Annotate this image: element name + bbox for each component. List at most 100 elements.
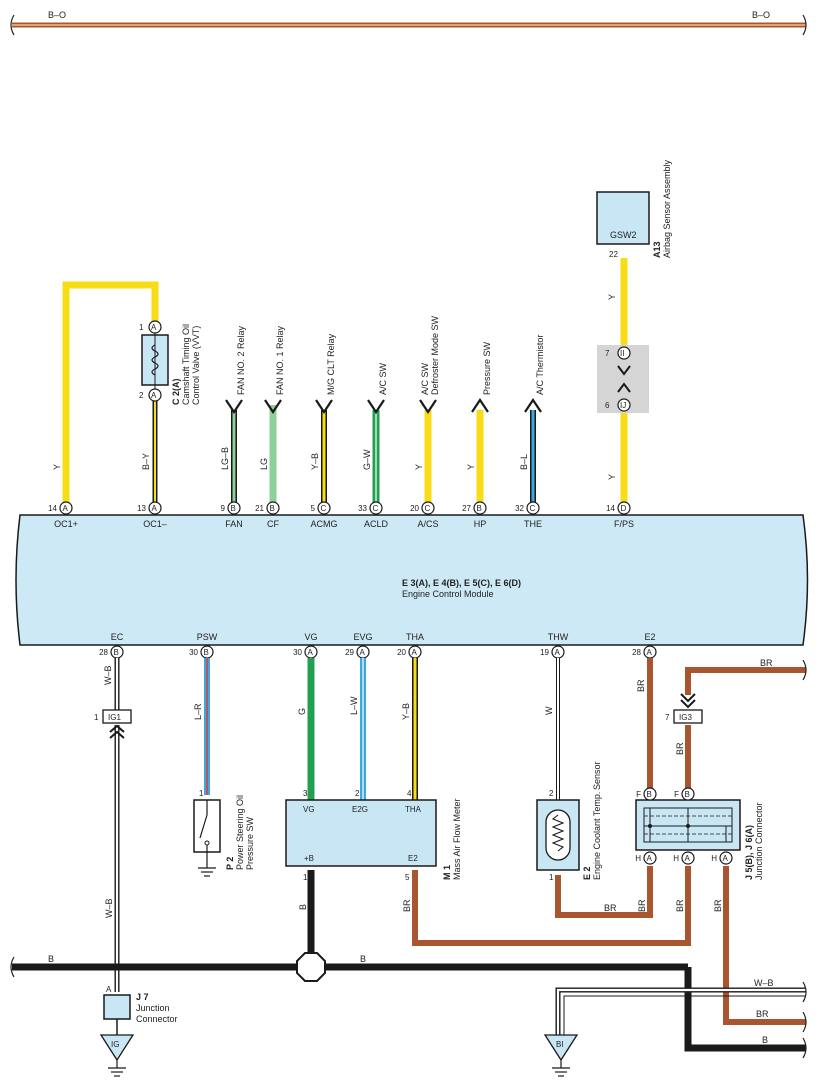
j7-name2: Connector: [136, 1014, 178, 1024]
maf-pin-e2g: 2: [355, 789, 360, 798]
coolant-sensor: 2 1 E 2 Engine Coolant Temp. Sensor: [536, 761, 602, 882]
lower-wires: [10, 658, 807, 1059]
vvt-name1: Camshaft Timing Oil: [181, 324, 191, 405]
psw-name2: Pressure SW: [245, 816, 255, 870]
ecm-bottom-pin-number: 30: [189, 648, 198, 657]
ecm-top-pin-name: HP: [474, 519, 487, 529]
j7-connector: A J 7 Junction Connector: [103, 985, 178, 1035]
airbag-wire-lower: Y: [607, 474, 617, 480]
ecm-top-pin-number: 14: [606, 504, 615, 513]
junction-connector: J 5(B), J 6(A) Junction Connector: [635, 799, 764, 880]
vvt-code: C 2(A): [171, 378, 181, 405]
jconn-bottom-pin-2: AH: [711, 851, 733, 865]
label-br-maf: BR: [402, 899, 412, 912]
ecm-bottom-pin-name: THA: [406, 632, 424, 642]
ecm-bottom-pin-number: 20: [397, 648, 406, 657]
maf-name-e2: E2: [408, 854, 418, 863]
ecm-top-pin-name: THE: [524, 519, 542, 529]
label-br-j2: BR: [675, 899, 685, 912]
ecm-top-pin-name: OC1–: [143, 519, 167, 529]
airbag-code: A13: [652, 241, 662, 258]
upper-wire-label: Y: [466, 464, 476, 470]
ig1-label: IG1: [108, 713, 121, 722]
lower-wire-label: L–W: [349, 696, 359, 715]
airbag-name: Airbag Sensor Assembly: [662, 159, 672, 258]
vvt-valve: A 1 A 2 C 2(A) Camshaft Timing Oil Contr…: [139, 320, 201, 405]
ecm-bottom-pin-number: 28: [632, 648, 641, 657]
ecm-bottom-pin-conn: A: [647, 648, 653, 657]
ecm-top-pin-name: OC1+: [54, 519, 78, 529]
upper-wire-label: B–Y: [141, 453, 151, 470]
vvt-pin2-conn: A: [151, 391, 157, 400]
ecm-top-pin-number: 14: [48, 504, 57, 513]
lower-wire-label: G: [297, 708, 307, 715]
ecm-bottom-pin-number: 30: [293, 648, 302, 657]
dest-ac-sw-2: A/C SW: [420, 362, 430, 395]
top-bus-right-label: B–O: [752, 10, 770, 20]
jconn-top-pin-conn: B: [647, 790, 652, 799]
splice-point: [296, 952, 326, 982]
jconn-top-pin-number: F: [674, 790, 679, 799]
coolant-name1: Engine Coolant Temp.: [592, 792, 602, 880]
ecm-top-pin-number: 21: [255, 504, 264, 513]
ecm-top-pin-name: F/PS: [614, 519, 634, 529]
airbag-pin: 22: [609, 250, 618, 259]
airbag-jbot-conn: IJ: [620, 401, 626, 410]
ig1-pin: 1: [94, 713, 99, 722]
airbag-sensor: GSW2 22 A13 Airbag Sensor Assembly Y Y I…: [596, 159, 672, 480]
label-br-right: BR: [756, 1009, 769, 1019]
ecm-bottom-pin-number: 28: [99, 648, 108, 657]
airbag-jtop-pin: 7: [605, 349, 610, 358]
vvt-name2: Control Valve (VVT): [191, 326, 201, 405]
coolant-pin-bottom: 1: [549, 873, 554, 882]
ecm-bottom-pin-name: E2: [644, 632, 655, 642]
bus-labels: B B B BR BR BR BR BR BR W–B BR BR B W–B: [48, 658, 774, 1045]
lower-wire-label: W–B: [103, 665, 113, 685]
ig3-label: IG3: [679, 713, 692, 722]
psw-code: P 2: [225, 857, 235, 870]
dest-ac-thermistor: A/C Thermistor: [535, 335, 545, 395]
jconn-code: J 5(B), J 6(A): [744, 825, 754, 880]
signal-arrows: [225, 398, 542, 414]
coolant-name2: Sensor: [592, 761, 602, 790]
ecm-top-pin-conn: C: [373, 504, 379, 513]
maf-name-vg: VG: [303, 805, 315, 814]
ig3-pin: 7: [665, 713, 670, 722]
jconn-bottom-pin-conn: A: [647, 854, 653, 863]
airbag-wire-upper: Y: [607, 294, 617, 300]
psw-switch: 1 P 2 Power Steering Oil Pressure SW: [193, 789, 255, 877]
dest-ac-sw: A/C SW: [378, 362, 388, 395]
maf-name: Mass Air Flow Meter: [452, 798, 462, 880]
lower-wire-label: L–R: [193, 703, 203, 720]
ecm-bottom-pin-name: EVG: [353, 632, 372, 642]
jconn-top-pin-1: BF: [674, 787, 695, 801]
ecm-bottom-pin-name: EC: [111, 632, 124, 642]
label-br-j1: BR: [637, 899, 647, 912]
j7-code: J 7: [136, 992, 149, 1002]
ecm-top-pin-name: ACLD: [364, 519, 389, 529]
ground-ig: IG: [99, 1034, 135, 1077]
ecm-top-pin-number: 27: [462, 504, 471, 513]
jconn-top-pin-conn: B: [685, 790, 690, 799]
jconn-name: Junction Connector: [754, 802, 764, 880]
label-b-left: B: [48, 954, 54, 964]
upper-wire-label: B–L: [519, 454, 529, 470]
psw-pin: 1: [199, 789, 204, 798]
ecm-bottom-pin-conn: A: [412, 648, 418, 657]
jconn-bottom-pin-number: H: [673, 854, 679, 863]
ecm-bottom-pin-name: THW: [548, 632, 569, 642]
jconn-bottom-pin-conn: A: [685, 854, 691, 863]
label-wb-left: W–B: [104, 898, 114, 918]
jconn-top-pin-0: BF: [636, 787, 657, 801]
ecm-top-pin-conn: C: [530, 504, 536, 513]
vvt-pin1-conn: A: [151, 323, 157, 332]
j7-pin: A: [106, 985, 112, 994]
airbag-jtop-conn: II: [620, 349, 624, 358]
